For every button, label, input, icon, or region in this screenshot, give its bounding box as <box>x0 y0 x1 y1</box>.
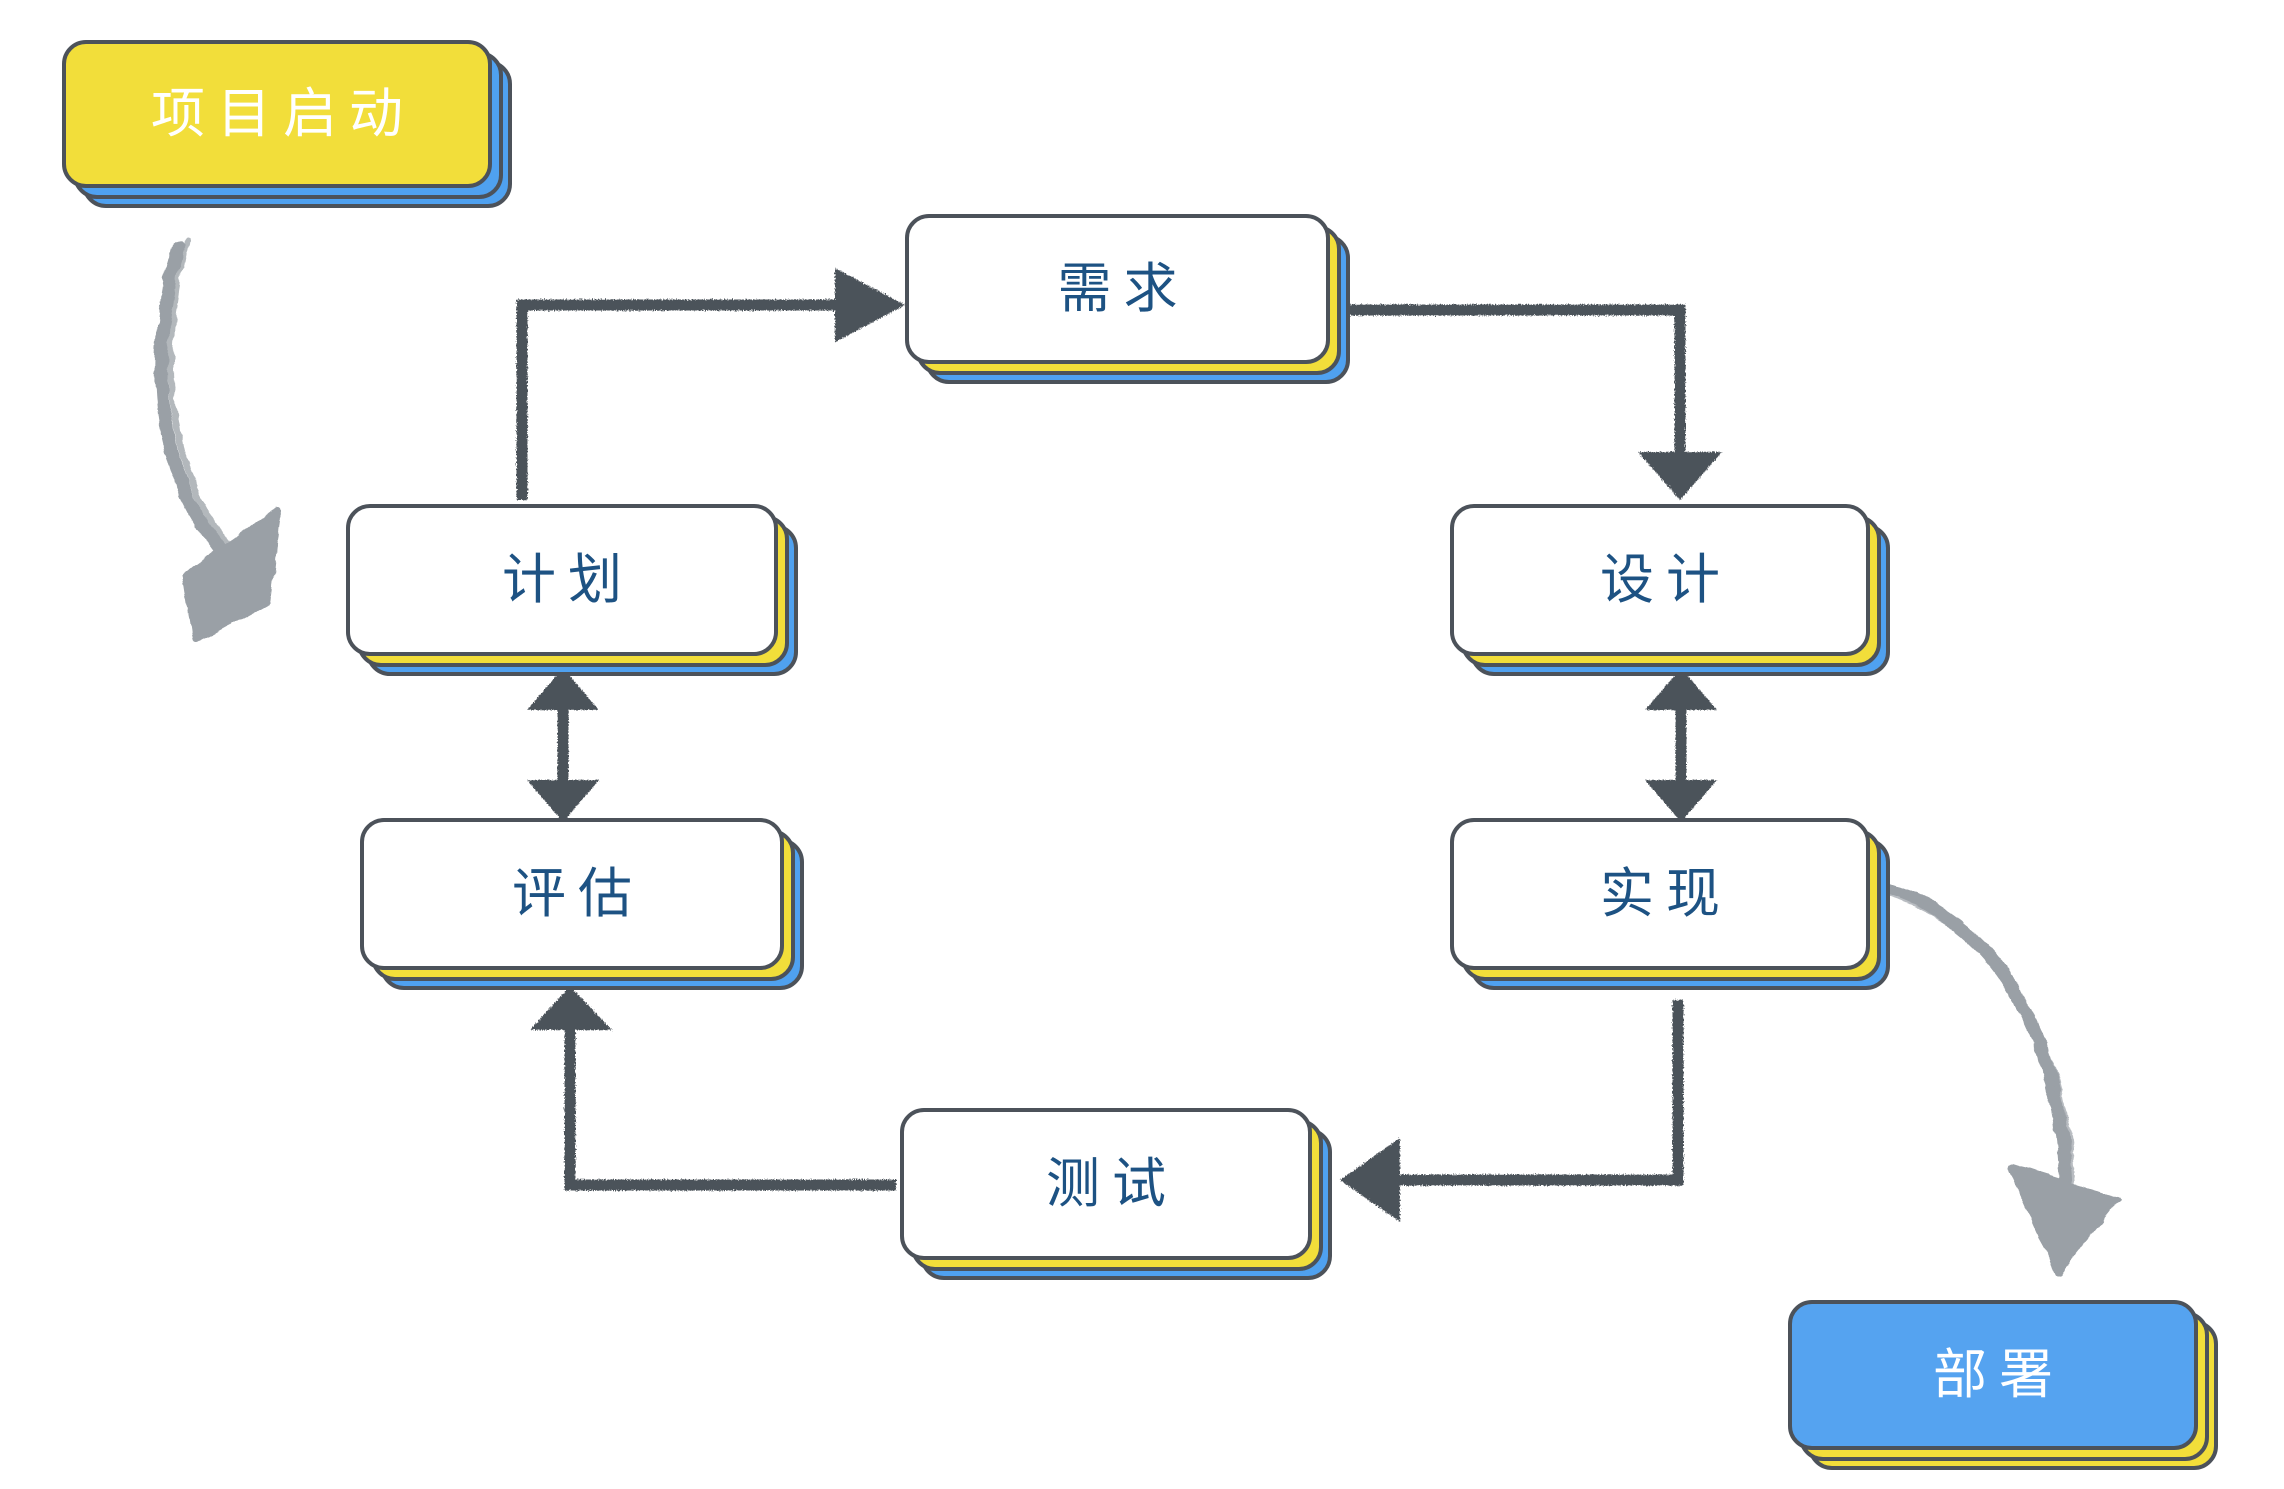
node-label: 设计 <box>1600 548 1732 611</box>
node-label: 实现 <box>1600 862 1732 925</box>
node-evaluation[interactable]: 评估 <box>360 818 804 990</box>
edge-design-impl-bidirectional <box>1645 668 1717 822</box>
node-face: 计划 <box>346 504 778 656</box>
node-face: 设计 <box>1450 504 1870 656</box>
edge-req-to-design <box>1332 304 1722 500</box>
node-design[interactable]: 设计 <box>1450 504 1890 676</box>
node-face: 部署 <box>1788 1300 2198 1450</box>
node-plan[interactable]: 计划 <box>346 504 798 676</box>
node-label: 评估 <box>512 862 644 925</box>
node-requirements[interactable]: 需求 <box>905 214 1350 384</box>
edge-plan-to-req <box>516 268 905 500</box>
node-testing[interactable]: 测试 <box>900 1108 1332 1280</box>
node-label: 计划 <box>502 548 634 611</box>
node-face: 实现 <box>1450 818 1870 970</box>
node-project-start[interactable]: 项目启动 <box>62 40 512 208</box>
node-label: 测试 <box>1046 1152 1178 1215</box>
node-label: 需求 <box>1057 257 1190 320</box>
edge-impl-to-test <box>1340 1000 1684 1222</box>
edge-impl-to-deploy <box>1877 881 2120 1276</box>
node-face: 项目启动 <box>62 40 492 188</box>
edge-start-to-plan <box>154 237 281 643</box>
node-face: 测试 <box>900 1108 1312 1260</box>
edge-plan-eval-bidirectional <box>527 668 599 822</box>
node-label: 部署 <box>1933 1343 2065 1406</box>
node-face: 需求 <box>905 214 1330 364</box>
node-implementation[interactable]: 实现 <box>1450 818 1890 990</box>
node-label: 项目启动 <box>151 82 415 145</box>
node-deploy[interactable]: 部署 <box>1788 1300 2218 1470</box>
edge-test-to-eval <box>530 986 896 1191</box>
node-face: 评估 <box>360 818 784 970</box>
